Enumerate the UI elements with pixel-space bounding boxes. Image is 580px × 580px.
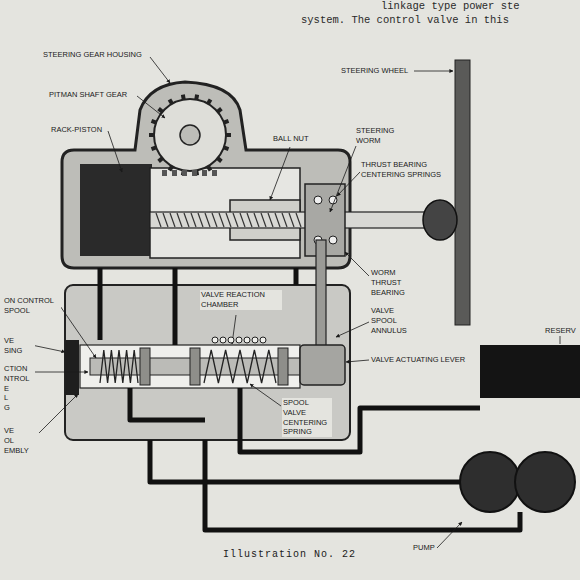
worm-thread: [296, 213, 301, 227]
gear-tooth: [151, 147, 156, 149]
part-label: SPOOL VALVE CENTERING SPRING: [282, 398, 332, 437]
reaction-ball: [236, 337, 242, 343]
gear-tooth: [218, 158, 222, 161]
rack-tooth: [162, 170, 167, 176]
worm-thread: [177, 213, 182, 227]
worm-thread: [247, 213, 252, 227]
worm-thread: [226, 213, 231, 227]
worm-thread: [198, 213, 203, 227]
worm-thread: [212, 213, 217, 227]
pitman-gear: [154, 99, 226, 171]
coil-spring: [204, 350, 276, 383]
valve-bore: [80, 345, 300, 388]
part-label: WORM THRUST BEARING: [370, 268, 414, 297]
part-label: VE OL EMBLY: [3, 426, 39, 455]
reservoir: [480, 345, 580, 398]
reaction-ball: [220, 337, 226, 343]
rack-tooth: [182, 170, 187, 176]
gear-tooth: [159, 158, 163, 161]
part-label: RESERV: [544, 326, 577, 336]
part-label: VE SING: [3, 336, 35, 356]
pump-gear: [515, 452, 575, 512]
part-label: system. The control valve in this: [300, 14, 510, 28]
worm-thread: [282, 213, 287, 227]
part-label: VALVE REACTION CHAMBER: [200, 290, 282, 310]
worm-thread: [289, 213, 294, 227]
part-label: RACK-PISTON: [50, 125, 103, 135]
part-label: BALL NUT: [272, 134, 310, 144]
oil-chamber: [80, 164, 152, 256]
reaction-ball: [212, 337, 218, 343]
steering-hub: [423, 200, 457, 240]
gear-tooth: [226, 133, 231, 137]
rack-tooth: [212, 170, 217, 176]
worm-thread: [268, 213, 273, 227]
part-label: STEERING GEAR HOUSING: [42, 50, 143, 60]
valve-actuating-lever: [316, 240, 326, 350]
part-label: VALVE ACTUATING LEVER: [370, 355, 466, 365]
part-label: THRUST BEARING CENTERING SPRINGS: [360, 160, 452, 180]
worm-thread: [219, 213, 224, 227]
worm-thread: [240, 213, 245, 227]
worm-thread: [163, 213, 168, 227]
valve-housing: [65, 285, 350, 440]
gear-tooth: [224, 147, 229, 149]
part-label: VALVE SPOOL ANNULUS: [370, 306, 418, 335]
gear-tooth: [170, 99, 173, 103]
part-label: PITMAN SHAFT GEAR: [48, 90, 128, 100]
pitman-shaft: [180, 125, 200, 145]
gear-tooth: [149, 133, 154, 137]
repeat-strokes: [100, 95, 301, 383]
worm-thread: [275, 213, 280, 227]
gear-tooth: [151, 121, 156, 123]
pump-gear: [460, 452, 520, 512]
hydraulic-lines: [100, 268, 520, 530]
coil-spring: [100, 350, 138, 383]
gear-tooth: [194, 95, 199, 100]
gear-tooth: [159, 109, 163, 112]
reaction-ball: [228, 337, 234, 343]
figure-caption: Illustration No. 22: [222, 548, 357, 561]
worm-thread: [254, 213, 259, 227]
steering-column: [455, 60, 470, 325]
rack-tooth: [172, 170, 177, 176]
lever-block: [300, 345, 345, 385]
worm-thread: [233, 213, 238, 227]
part-label: PUMP: [412, 543, 436, 553]
end-cap: [65, 340, 79, 395]
worm-thread: [184, 213, 189, 227]
part-label: CTION NTROL E L G: [3, 364, 35, 413]
rack-tooth: [202, 170, 207, 176]
part-label: linkage type power ste: [380, 0, 521, 14]
leader-lines: [22, 57, 560, 548]
part-label: STEERING WHEEL: [340, 66, 409, 76]
worm-thread: [205, 213, 210, 227]
worm-thread: [261, 213, 266, 227]
worm-thread: [170, 213, 175, 227]
reaction-ball: [252, 337, 258, 343]
part-label: ON CONTROL SPOOL: [3, 296, 61, 316]
gear-tooth: [208, 166, 211, 170]
gear-tooth: [208, 99, 211, 103]
worm-thread: [156, 213, 161, 227]
gear-tooth: [170, 166, 173, 170]
gear-tooth: [218, 109, 222, 112]
rack-tooth: [192, 170, 197, 176]
reaction-ball: [244, 337, 250, 343]
steering-worm: [150, 212, 430, 228]
gear-housing: [62, 82, 350, 268]
gear-tooth: [224, 121, 229, 123]
gear-tooth: [181, 95, 186, 100]
reaction-ball: [260, 337, 266, 343]
part-label: STEERING WORM: [355, 126, 403, 146]
worm-thread: [191, 213, 196, 227]
